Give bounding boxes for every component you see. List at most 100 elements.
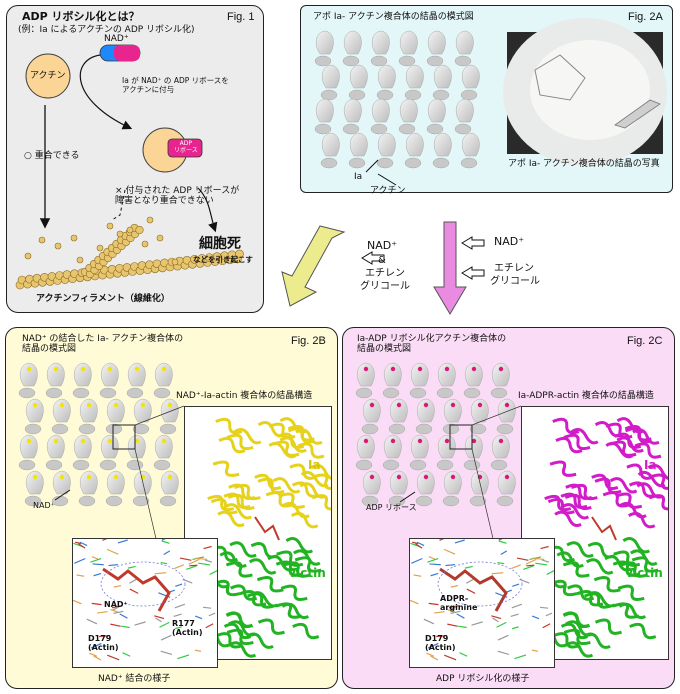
- actin-blob: [361, 495, 379, 507]
- ia-blob: [410, 362, 429, 387]
- ligand-marker: [167, 474, 173, 480]
- fig2c-marker-label: ADP リボース: [366, 503, 417, 512]
- residue-stick: [449, 605, 457, 611]
- residue-stick: [532, 557, 545, 561]
- residue-stick: [160, 562, 168, 565]
- ia-blob: [79, 470, 98, 495]
- actin-ribbon: [620, 561, 648, 578]
- residue-stick: [74, 557, 86, 564]
- actin-ribbon: [612, 560, 640, 577]
- actin-blob: [342, 55, 360, 67]
- residue-stick: [174, 603, 186, 609]
- actin-blob: [388, 495, 406, 507]
- actin-blob: [153, 387, 171, 399]
- filament-label: アクチンフィラメント（線維化）: [36, 294, 170, 304]
- fig2b-caption: NAD⁺ 結合の様子: [98, 674, 171, 684]
- actin-ribbon: [618, 602, 647, 620]
- ia-ribbon: [563, 433, 591, 451]
- residue-stick: [174, 626, 182, 630]
- residue-stick: [445, 564, 455, 567]
- residue-stick: [99, 634, 111, 638]
- residue-stick: [177, 654, 190, 660]
- actin-blob: [370, 123, 388, 135]
- ligand-marker: [369, 474, 375, 480]
- ligand-marker: [498, 366, 504, 372]
- nad-label: NAD⁺: [104, 34, 129, 44]
- residue-stick: [91, 602, 102, 606]
- actin-blob: [442, 495, 460, 507]
- ia-ribbon: [647, 463, 668, 480]
- residue-stick: [434, 610, 445, 614]
- fig2c-caption: ADP リボシル化の様子: [436, 674, 530, 684]
- actin-blob: [24, 423, 42, 435]
- residue-stick: [79, 541, 88, 547]
- ligand-sticks: [591, 516, 617, 541]
- residue-stick: [448, 604, 460, 609]
- ia-ribbon: [289, 463, 317, 480]
- actin-blob: [426, 55, 444, 67]
- free-actin-dot: [70, 234, 78, 242]
- residue-stick: [159, 621, 170, 628]
- residue-stick: [546, 569, 554, 575]
- residue-stick: [430, 572, 439, 577]
- actin-ribbon: [256, 576, 284, 593]
- residue-stick: [456, 613, 465, 619]
- adpr-closeup: [409, 538, 555, 668]
- ia-ribbon: [616, 436, 644, 453]
- ia-blob: [315, 30, 334, 55]
- actin-ribbon: [576, 590, 604, 607]
- residue-stick: [447, 609, 455, 613]
- ia-ribbon: [628, 511, 656, 529]
- actin-ribbon: [552, 632, 580, 649]
- residue-stick: [423, 618, 435, 625]
- residue-stick: [122, 652, 131, 657]
- residue-stick: [91, 556, 99, 560]
- actin-blob: [454, 55, 472, 67]
- ia-ribbon: [594, 477, 622, 494]
- filament-bead: [235, 249, 244, 259]
- protein-structure-2b: [201, 417, 331, 658]
- residue-stick: [134, 621, 146, 626]
- actin-blob: [436, 387, 454, 399]
- ia-blob: [455, 98, 474, 123]
- blocked-note: × 付与された ADP リボースが 障害となり重合できない: [115, 186, 240, 207]
- transfer-note: Ia が NAD⁺ の ADP リボースを アクチンに付与: [122, 76, 229, 94]
- residue-stick: [110, 623, 121, 627]
- ia-blob: [321, 132, 340, 157]
- free-actin-dot: [38, 236, 46, 244]
- ligand-marker: [363, 366, 369, 372]
- residue-stick: [188, 558, 200, 565]
- ia-blob: [399, 98, 418, 123]
- actin-ribbon: [593, 576, 621, 593]
- fig2c-actin: Actin: [628, 566, 663, 580]
- residue-stick: [542, 623, 551, 629]
- ligand-marker: [134, 366, 140, 372]
- ligand-marker: [26, 438, 32, 444]
- ia-ribbon: [295, 428, 323, 445]
- residue-stick: [497, 562, 505, 565]
- ia-blob: [497, 398, 516, 423]
- ligand-marker: [417, 366, 423, 372]
- closeup-2c: [410, 539, 554, 661]
- residue-stick: [511, 603, 523, 609]
- ia-blob: [461, 132, 480, 157]
- free-actin-dot: [156, 234, 164, 242]
- ia-blob: [383, 362, 402, 387]
- ia-blob: [106, 398, 125, 423]
- ligand-marker: [86, 402, 92, 408]
- actin-blob: [382, 459, 400, 471]
- ia-blob: [443, 398, 462, 423]
- residue-stick: [496, 621, 507, 628]
- ia-blob: [160, 470, 179, 495]
- ia-ribbon: [554, 510, 582, 528]
- actin-blob: [436, 459, 454, 471]
- actin-blob: [398, 55, 416, 67]
- residue-stick: [531, 649, 539, 652]
- left-arrow-eg2: グリコール: [360, 281, 410, 292]
- ia-blob: [405, 132, 424, 157]
- actin-blob: [415, 423, 433, 435]
- actin-blob: [45, 459, 63, 471]
- ia-ribbon: [227, 493, 255, 511]
- crystal-lattice-2b: [18, 362, 179, 507]
- actin-blob: [388, 423, 406, 435]
